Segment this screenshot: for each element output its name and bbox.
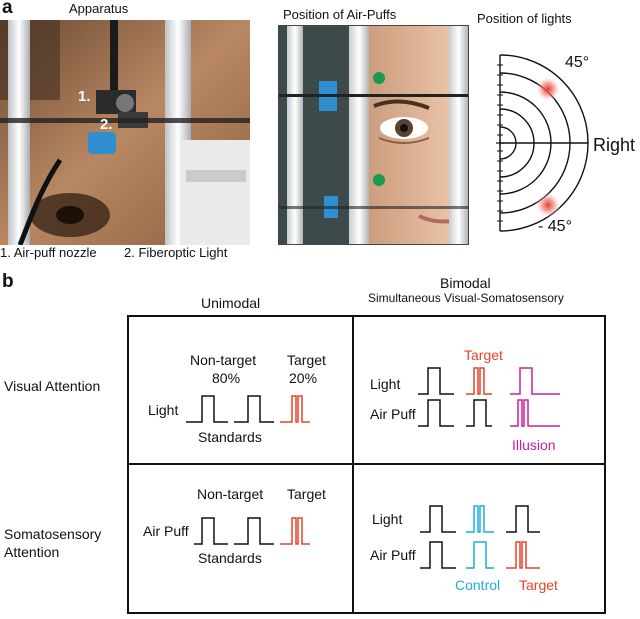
puff-dot-upper xyxy=(373,72,385,84)
sb-puff-standard xyxy=(420,541,456,569)
puff-dot-lower xyxy=(373,174,385,186)
vb-light-target xyxy=(466,367,492,395)
angle-45-label: 45° xyxy=(565,54,590,71)
vb-puff-standard xyxy=(418,399,454,427)
vu-target-label: Target xyxy=(287,352,326,368)
caption-air-puff-nozzle: 1. Air-puff nozzle xyxy=(0,245,97,260)
vu-light-label: Light xyxy=(148,402,179,418)
vb-light-illusion xyxy=(510,367,560,395)
apparatus-title: Apparatus xyxy=(69,1,129,16)
su-target-label: Target xyxy=(287,486,326,502)
panel-b-letter: b xyxy=(2,271,14,292)
apparatus-label-1: 1. xyxy=(78,88,91,105)
vu-standard-pulse-2 xyxy=(234,395,274,423)
vu-target-pulse xyxy=(280,395,310,423)
vu-nontarget-pct: 80% xyxy=(212,370,241,386)
row-label-somatosensory: Somatosensory xyxy=(4,526,102,542)
vb-puff-target xyxy=(466,399,492,427)
angle-minus-45-label: - 45° xyxy=(538,218,572,235)
sb-light-standard xyxy=(420,505,456,533)
sb-light-label: Light xyxy=(372,511,403,527)
vu-nontarget-label: Non-target xyxy=(190,352,257,368)
su-nontarget-label: Non-target xyxy=(197,486,264,502)
vb-target-label: Target xyxy=(464,347,503,363)
vb-puff-illusion xyxy=(510,399,560,427)
su-airpuff-label: Air Puff xyxy=(143,523,189,539)
air-puff-position-photo xyxy=(278,25,469,245)
su-target-pulse xyxy=(280,517,310,545)
sb-puff-target xyxy=(506,541,540,569)
sb-target-label: Target xyxy=(519,577,558,593)
light-lower-minus-45 xyxy=(535,192,561,218)
apparatus-photo xyxy=(0,20,250,245)
vu-standards-label: Standards xyxy=(198,429,262,445)
row-label-visual-attention: Visual Attention xyxy=(4,378,101,394)
vu-standard-pulse-1 xyxy=(186,395,228,423)
sb-control-label: Control xyxy=(455,577,501,593)
air-puffs-title: Position of Air-Puffs xyxy=(283,7,397,22)
lights-position-diagram xyxy=(496,54,589,232)
su-standards-label: Standards xyxy=(198,550,262,566)
vu-target-pct: 20% xyxy=(289,370,318,386)
lights-title: Position of lights xyxy=(477,11,572,26)
sb-light-control xyxy=(466,505,494,533)
vb-waveforms xyxy=(418,367,560,427)
su-standard-pulse-2 xyxy=(234,517,274,545)
right-direction-label: Right xyxy=(593,135,636,155)
panel-a-letter: a xyxy=(2,0,13,18)
vu-waveforms xyxy=(186,395,310,423)
vb-light-standard xyxy=(418,367,454,395)
sb-airpuff-label: Air Puff xyxy=(370,547,416,563)
row-label-attention: Attention xyxy=(4,544,60,560)
vb-airpuff-label: Air Puff xyxy=(370,406,416,422)
vb-light-label: Light xyxy=(370,376,401,392)
sb-waveforms xyxy=(420,505,540,569)
bimodal-subheader: Simultaneous Visual-Somatosensory xyxy=(368,291,564,305)
unimodal-header: Unimodal xyxy=(201,295,261,311)
bimodal-header: Bimodal xyxy=(440,275,491,291)
light-upper-45 xyxy=(535,76,561,102)
caption-fiberoptic-light: 2. Fiberoptic Light xyxy=(124,245,228,260)
apparatus-label-2: 2. xyxy=(100,116,113,133)
su-waveforms xyxy=(194,517,310,545)
vb-illusion-label: Illusion xyxy=(512,437,556,453)
sb-light-target xyxy=(506,505,540,533)
sb-puff-control xyxy=(466,541,494,569)
su-standard-pulse-1 xyxy=(194,517,228,545)
